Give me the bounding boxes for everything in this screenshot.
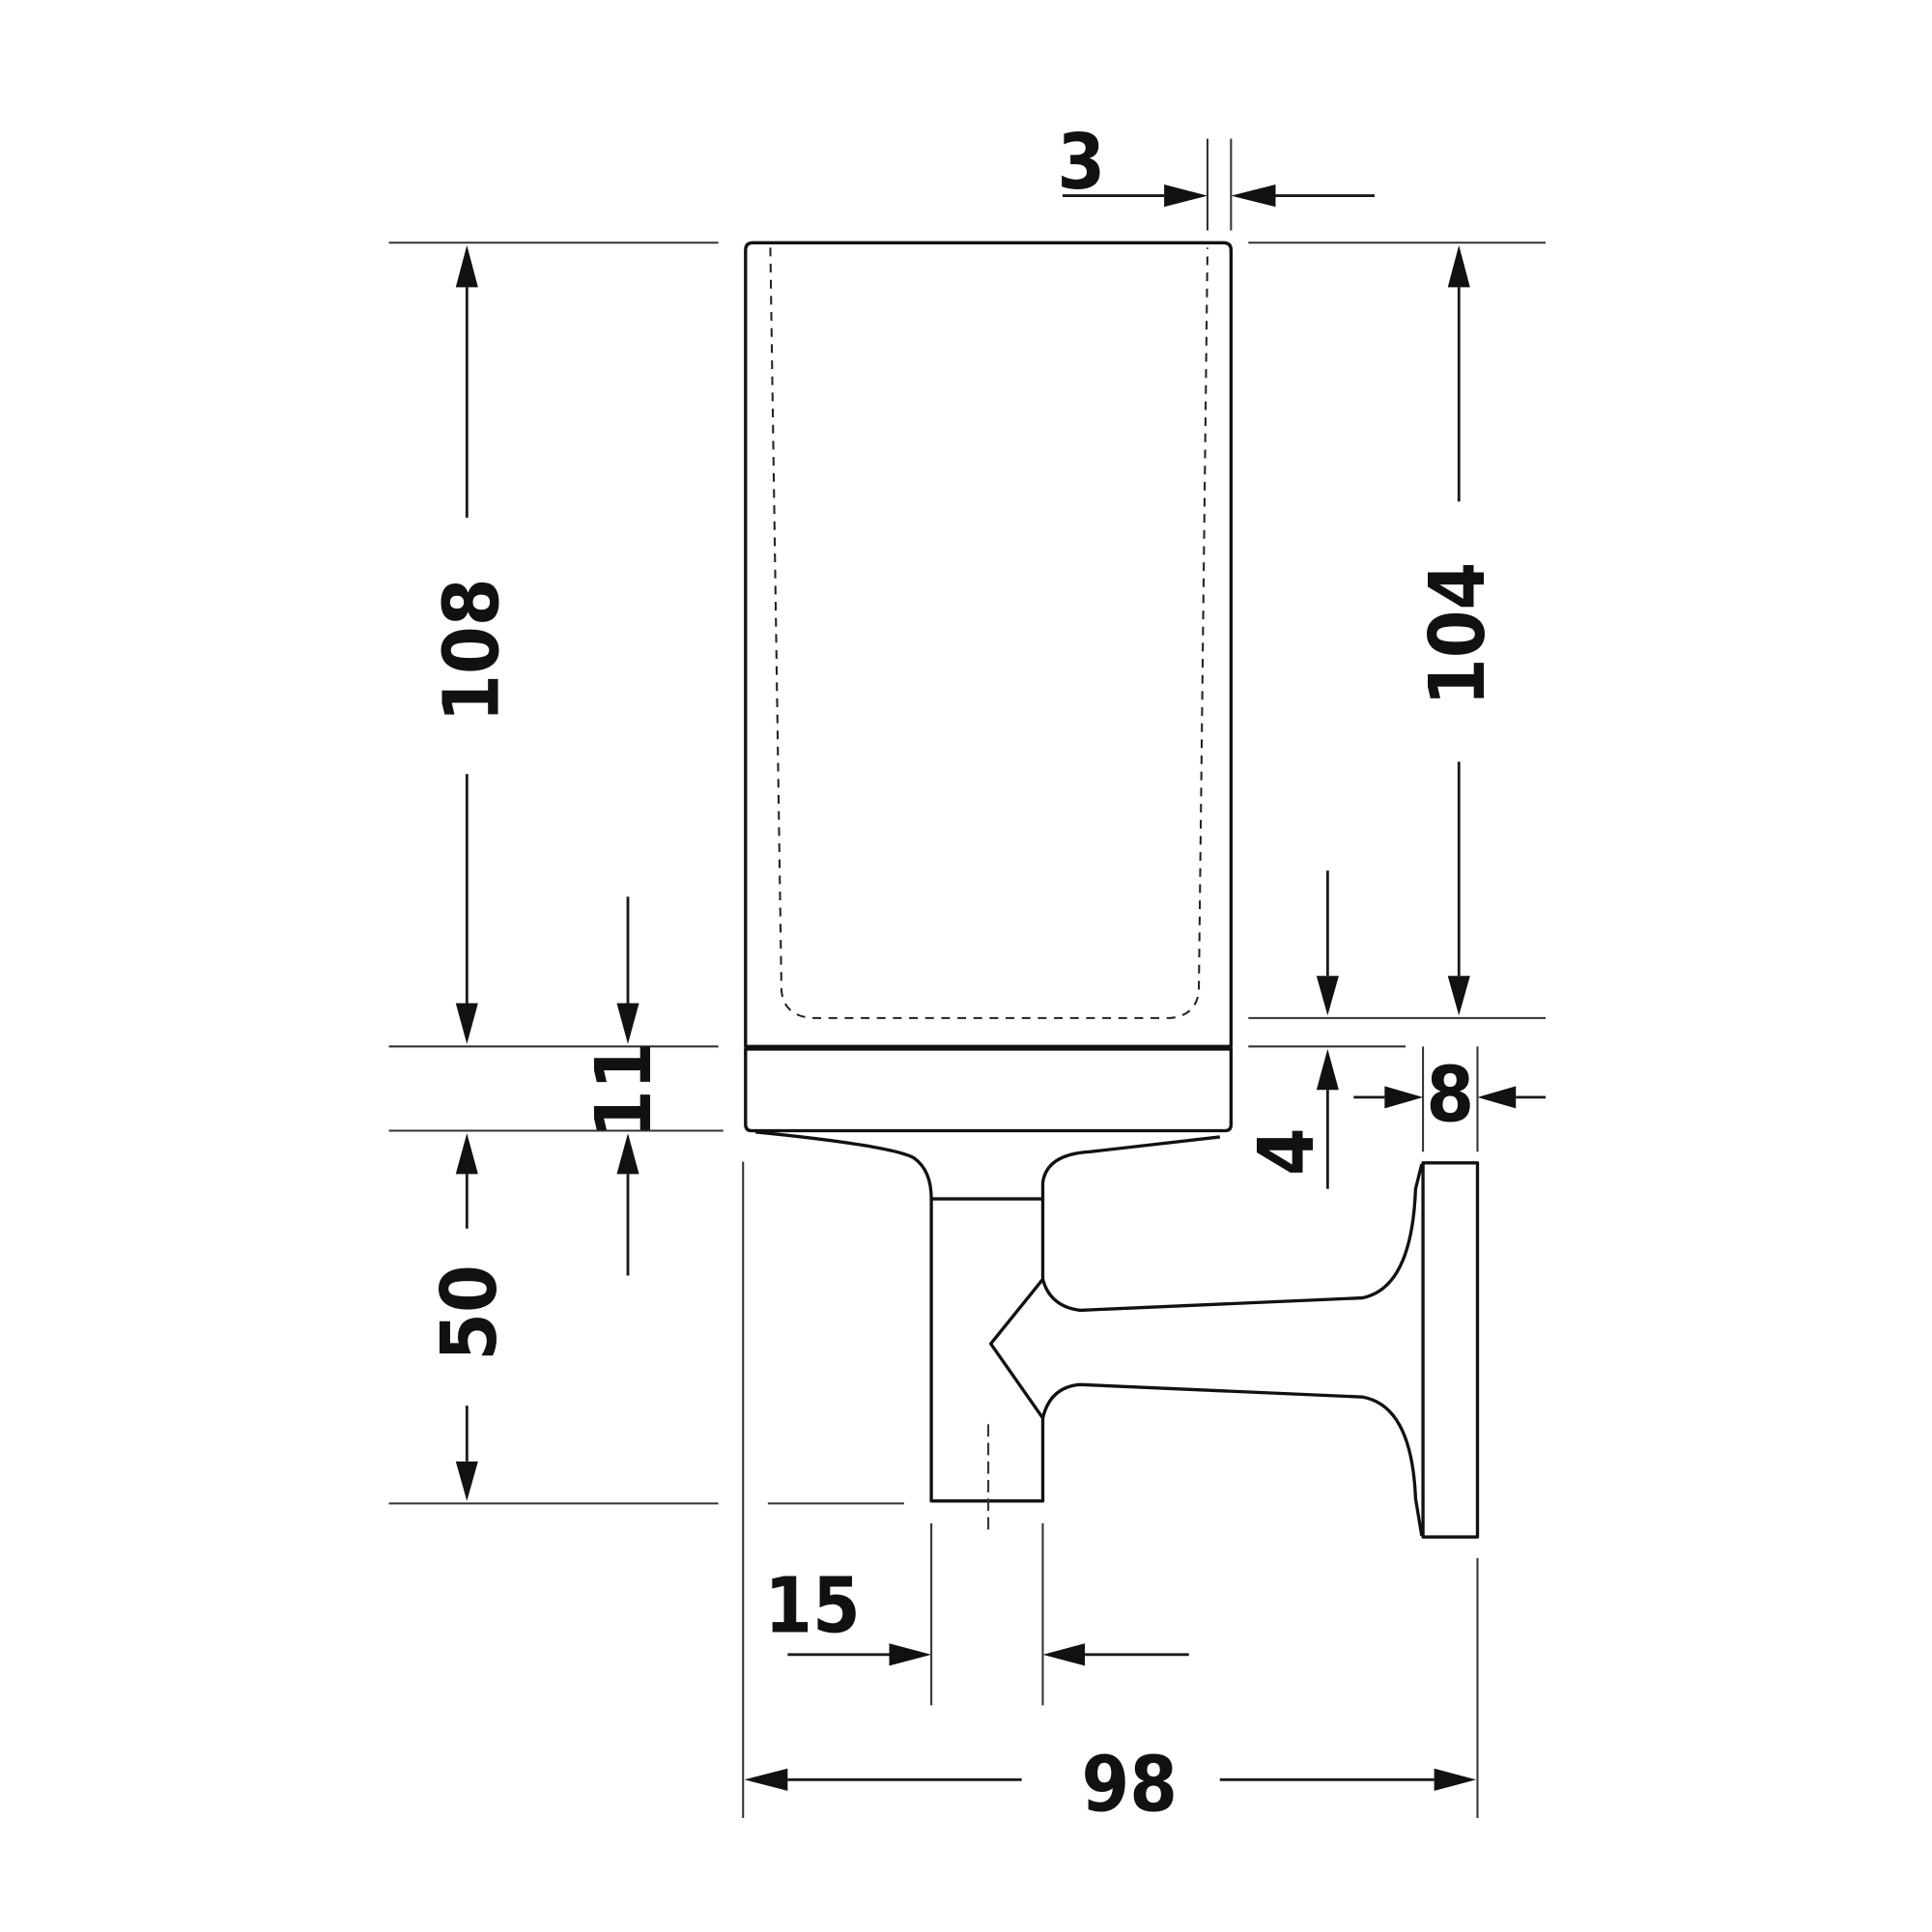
dim-label-108: 108 (426, 578, 516, 722)
dim-inner-height: 104 (1248, 242, 1547, 1019)
dim-ring-offset: 4 (1241, 870, 1406, 1189)
dim-total-height: 108 (388, 242, 719, 1048)
dim-wall-plate: 8 (1353, 1046, 1547, 1152)
dim-label-3: 3 (1057, 117, 1105, 207)
dim-total-depth: 98 (742, 1161, 1479, 1829)
dim-label-15: 15 (764, 1561, 861, 1651)
dim-label-98: 98 (1081, 1739, 1177, 1829)
glass-body (744, 241, 1234, 1049)
dim-base-ring: 11 (388, 896, 724, 1276)
dim-bracket-height: 50 (388, 1133, 904, 1505)
dim-glass-wall: 3 (1057, 117, 1376, 231)
dim-arm-width: 15 (764, 1522, 1189, 1706)
dim-label-4: 4 (1241, 1127, 1331, 1176)
dim-label-104: 104 (1412, 562, 1502, 706)
dim-label-8: 8 (1426, 1049, 1474, 1139)
dim-label-11: 11 (579, 1041, 668, 1138)
holder-bracket (754, 1130, 1480, 1539)
dim-label-50: 50 (424, 1264, 514, 1361)
glass-base-ring (744, 1047, 1234, 1133)
